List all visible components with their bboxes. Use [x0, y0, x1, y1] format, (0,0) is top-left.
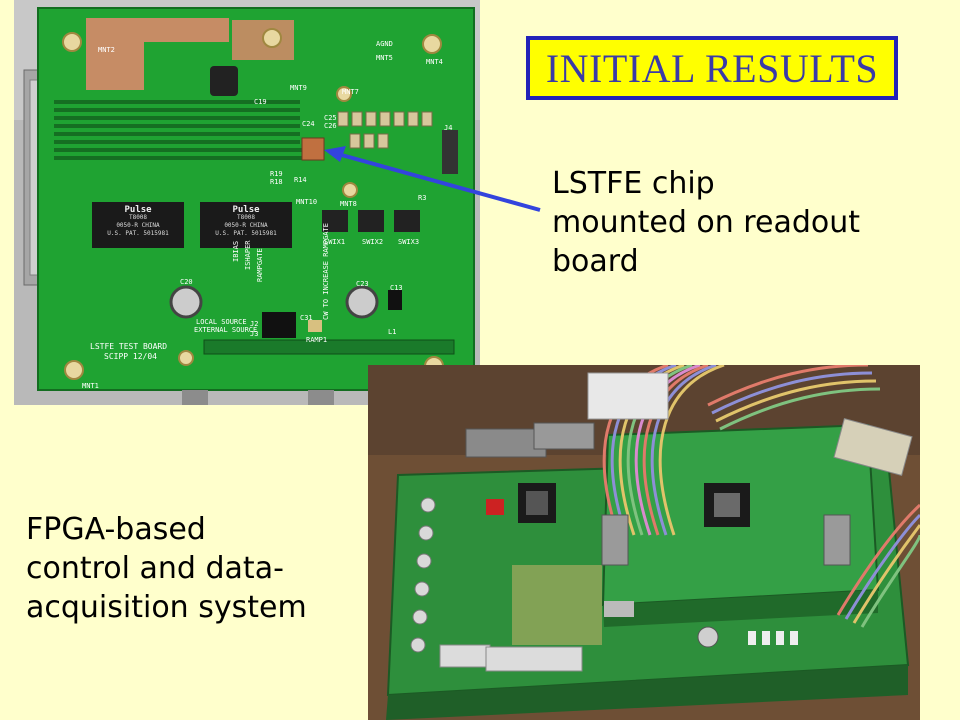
fpga-daq-photo	[368, 365, 920, 720]
label-mnt7: MNT7	[342, 88, 359, 96]
label-mnt9: MNT9	[290, 84, 307, 92]
label-r19: R19	[270, 170, 283, 178]
pulse-ic-1-line2: U.S. PAT. 5015981	[107, 230, 169, 237]
caption-readout-board: LSTFE chip mounted on readout board	[552, 164, 942, 281]
label-agnd: AGND	[376, 40, 393, 48]
label-mnt5: MNT5	[376, 54, 393, 62]
readout-board-photo: MNT2 AGND MNT5 MNT4 C19 MNT9 MNT7 C24 C2…	[14, 0, 480, 405]
caption-readout-line-2: mounted on readout	[552, 205, 860, 240]
caption-fpga-system: FPGA-based control and data- acquisition…	[26, 510, 366, 627]
label-ramp1: RAMP1	[306, 336, 328, 344]
label-l1: L1	[388, 328, 397, 336]
label-external-source: EXTERNAL SOURCE	[194, 326, 258, 334]
pulse-ic-1: Pulse T8008 0050-R CHINA U.S. PAT. 50159…	[98, 206, 178, 238]
readout-board-drawing	[14, 0, 480, 405]
caption-fpga-line-1: FPGA-based	[26, 512, 206, 547]
caption-fpga-line-2: control and data-	[26, 551, 284, 586]
label-mnt10: MNT10	[296, 198, 318, 206]
label-c13: C13	[390, 284, 403, 292]
caption-readout-line-3: board	[552, 244, 639, 279]
label-swix2: SWIX2	[362, 238, 384, 246]
caption-readout-line-1: LSTFE chip	[552, 166, 715, 201]
caption-fpga-line-3: acquisition system	[26, 590, 307, 625]
pulse-ic-2: Pulse T8008 0050-R CHINA U.S. PAT. 50159…	[206, 206, 286, 238]
label-j3: J3	[250, 330, 259, 338]
pulse-ic-2-line1: 0050-R CHINA	[224, 222, 268, 229]
label-r18: R18	[270, 178, 283, 186]
label-j4: J4	[444, 124, 453, 132]
label-c23: C23	[356, 280, 369, 288]
label-local-source: LOCAL SOURCE	[196, 318, 247, 326]
label-mnt2: MNT2	[98, 46, 115, 54]
label-c26: C26	[324, 122, 337, 130]
label-c20: C20	[180, 278, 193, 286]
label-mnt4: MNT4	[426, 58, 443, 66]
label-board-id: SCIPP 12/04	[104, 352, 157, 361]
slide-title: INITIAL RESULTS	[545, 45, 879, 91]
pulse-ic-2-part: T8008	[236, 214, 256, 221]
label-mnt8: MNT8	[340, 200, 357, 208]
label-swix1: SWIX1	[324, 238, 346, 246]
label-swix3: SWIX3	[398, 238, 420, 246]
board-labels: MNT2 AGND MNT5 MNT4 C19 MNT9 MNT7 C24 C2…	[14, 0, 480, 405]
pulse-ic-1-line1: 0050-R CHINA	[116, 222, 160, 229]
label-j2: J2	[250, 320, 259, 328]
pulse-ic-2-line2: U.S. PAT. 5015981	[215, 230, 277, 237]
pulse-ic-1-brand: Pulse	[124, 205, 152, 215]
label-board-name: LSTFE TEST BOARD	[90, 342, 168, 351]
label-c31: C31	[300, 314, 313, 322]
pulse-ic-2-brand: Pulse	[232, 205, 260, 215]
label-r3: R3	[418, 194, 427, 202]
label-c25: C25	[324, 114, 337, 122]
label-c24: C24	[302, 120, 315, 128]
title-box: INITIAL RESULTS	[526, 36, 898, 100]
label-r14: R14	[294, 176, 307, 184]
pulse-ic-1-part: T8008	[128, 214, 148, 221]
fpga-daq-drawing	[368, 365, 920, 720]
label-c19: C19	[254, 98, 267, 106]
label-mnt1: MNT1	[82, 382, 99, 390]
